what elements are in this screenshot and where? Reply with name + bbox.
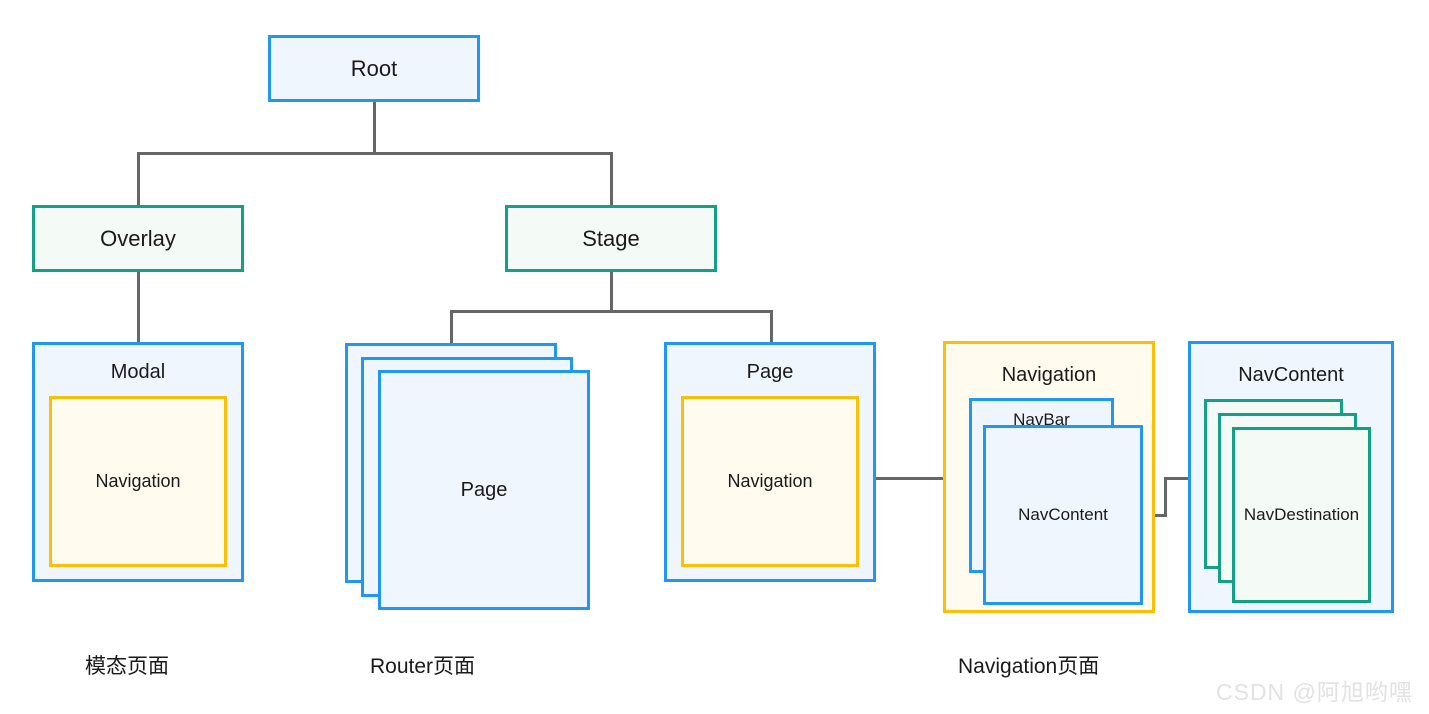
connector-bus-to-page — [770, 310, 773, 343]
node-navcontent-group[interactable]: NavContent NavDestination — [1188, 341, 1394, 613]
node-router-page-label: Page — [460, 478, 508, 501]
node-navbar-label: NavBar — [1013, 410, 1070, 429]
router-page-card-front[interactable]: Page — [378, 370, 590, 610]
node-overlay-label: Overlay — [100, 225, 176, 251]
connector-root-bus — [137, 152, 613, 155]
node-navigation-group-label: Navigation — [1001, 364, 1097, 386]
connector-navcontent-step-riser — [1164, 477, 1167, 517]
node-stage[interactable]: Stage — [505, 205, 717, 272]
node-page[interactable]: Page Navigation — [664, 342, 876, 582]
node-root-label: Root — [350, 55, 398, 81]
node-navcontent-inner[interactable]: NavContent — [983, 425, 1143, 605]
connector-page-navigation-to-navigation — [876, 477, 946, 480]
node-modal-label: Modal — [110, 361, 166, 383]
navdestination-card-front[interactable]: NavDestination — [1232, 427, 1371, 603]
node-modal[interactable]: Modal Navigation — [32, 342, 244, 582]
node-page-navigation-label: Navigation — [727, 471, 813, 492]
connector-navcontent-step-upper — [1164, 477, 1192, 480]
node-page-label: Page — [746, 361, 794, 383]
node-root[interactable]: Root — [268, 35, 480, 102]
connector-bus-to-stage — [610, 152, 613, 205]
node-modal-navigation-label: Navigation — [95, 471, 181, 492]
node-stage-label: Stage — [582, 225, 640, 251]
connector-overlay-to-modal — [137, 272, 140, 342]
node-page-navigation[interactable]: Navigation — [681, 396, 859, 567]
connector-bus-to-overlay — [137, 152, 140, 205]
caption-router: Router页面 — [370, 655, 476, 678]
connector-bus-to-router-stack — [450, 310, 453, 343]
connector-root-down — [373, 102, 376, 154]
connector-stage-bus — [450, 310, 773, 313]
node-modal-navigation[interactable]: Navigation — [49, 396, 227, 567]
node-navigation-group[interactable]: Navigation NavBar NavContent — [943, 341, 1155, 613]
caption-navigation: Navigation页面 — [958, 655, 1100, 678]
node-overlay[interactable]: Overlay — [32, 205, 244, 272]
watermark: CSDN @阿旭哟嘿 — [1216, 679, 1413, 705]
node-navcontent-group-label: NavContent — [1238, 364, 1344, 386]
node-navcontent-inner-label: NavContent — [1018, 505, 1108, 525]
node-router-page-stack[interactable]: Page — [345, 343, 590, 610]
node-navdestination-label: NavDestination — [1243, 505, 1360, 525]
connector-stage-down — [610, 272, 613, 312]
caption-modal: 模态页面 — [85, 655, 169, 678]
